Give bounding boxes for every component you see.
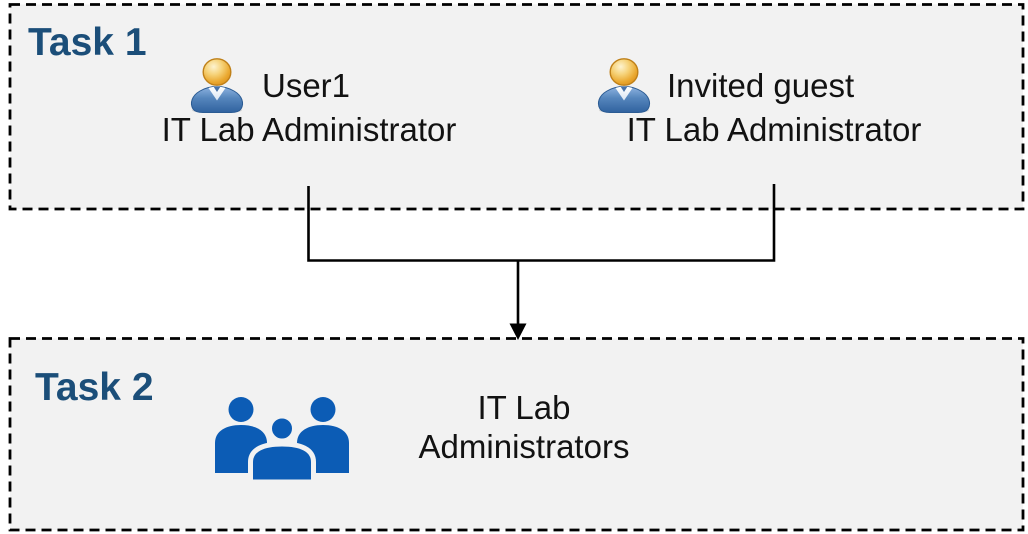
task1-label: Task 1	[28, 21, 147, 64]
task1-box	[8, 3, 1025, 211]
merge-connector-line	[307, 184, 776, 326]
people-group-icon	[214, 395, 350, 485]
member-role: IT Lab Administrator	[161, 111, 457, 148]
person-icon	[188, 57, 246, 113]
group-name: IT Lab Administrators	[374, 388, 674, 466]
arrowhead-icon	[509, 323, 527, 340]
member-role: IT Lab Administrator	[626, 111, 922, 148]
member-name: Invited guest	[667, 67, 855, 104]
person-icon	[595, 57, 653, 113]
member-name: User1	[262, 67, 351, 104]
task2-label: Task 2	[35, 366, 154, 409]
task2-box	[8, 337, 1025, 532]
group-name-line1: IT Lab	[477, 389, 571, 426]
group-name-line2: Administrators	[418, 428, 630, 465]
